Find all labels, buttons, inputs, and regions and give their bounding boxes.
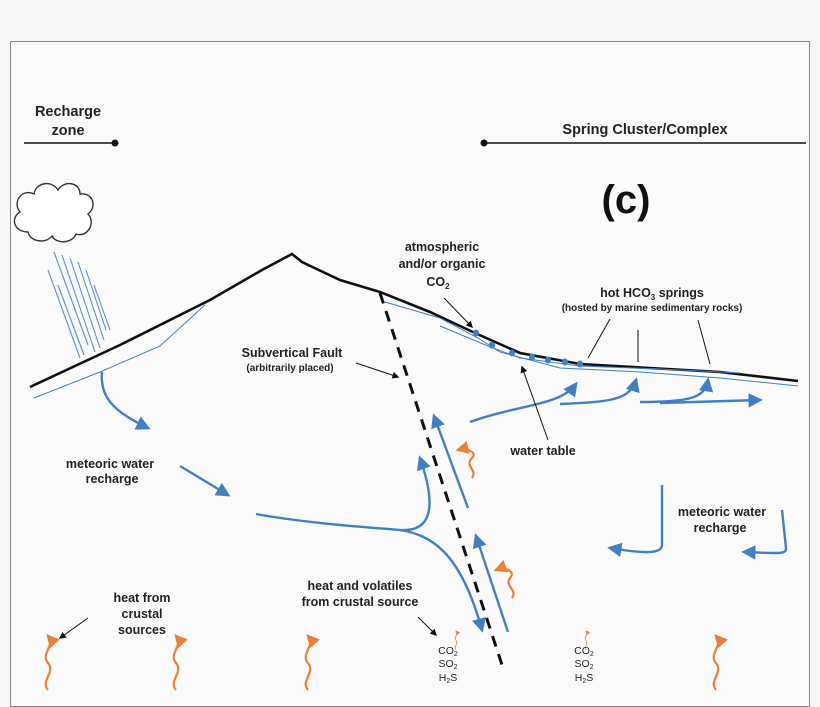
- svg-text:(hosted by marine sedimentary: (hosted by marine sedimentary rocks): [562, 303, 743, 314]
- gas-labels-right: CO2 SO2 H2S: [574, 645, 594, 685]
- atmospheric-co2-label: atmospheric and/or organic CO2: [399, 240, 486, 291]
- svg-text:heat and volatiles: heat and volatiles: [308, 579, 413, 593]
- svg-text:hot HCO3 springs: hot HCO3 springs: [600, 286, 704, 302]
- hot-springs-label: hot HCO3 springs (hosted by marine sedim…: [562, 286, 743, 314]
- svg-text:H2S: H2S: [575, 672, 594, 685]
- water-table-line-right: [384, 301, 799, 387]
- svg-text:recharge: recharge: [86, 472, 139, 486]
- svg-text:meteoric water: meteoric water: [678, 505, 766, 519]
- panel-label: (c): [602, 178, 651, 222]
- svg-text:(arbitrarily placed): (arbitrarily placed): [246, 363, 333, 374]
- heat-crustal-label: heat from crustal sources: [114, 591, 171, 637]
- svg-text:SO2: SO2: [438, 658, 457, 671]
- svg-text:crustal: crustal: [122, 607, 163, 621]
- gas-labels-left: CO2 SO2 H2S: [438, 645, 458, 685]
- recharge-zone-label: Recharge: [35, 104, 101, 120]
- svg-text:CO2: CO2: [438, 645, 458, 658]
- leader-lines: [58, 297, 711, 639]
- recharge-zone-label-2: zone: [51, 123, 84, 139]
- groundwater-flow-arrows: [100, 371, 788, 633]
- svg-text:H2S: H2S: [439, 672, 458, 685]
- water-table-line: [33, 304, 206, 399]
- rain-icon: [47, 251, 111, 359]
- water-table-label: water table: [509, 444, 575, 458]
- svg-text:meteoric water: meteoric water: [66, 457, 154, 471]
- svg-text:from crustal source: from crustal source: [302, 595, 419, 609]
- subvertical-fault: [378, 292, 505, 669]
- svg-text:SO2: SO2: [574, 658, 593, 671]
- diagram-frame: [10, 41, 810, 707]
- heat-wave-icon: [44, 441, 720, 692]
- svg-text:sources: sources: [118, 623, 166, 637]
- spring-cluster-label: Spring Cluster/Complex: [562, 122, 727, 138]
- heat-volatiles-label: heat and volatiles from crustal source: [302, 579, 419, 609]
- svg-text:Subvertical Fault: Subvertical Fault: [242, 346, 344, 360]
- svg-text:heat from: heat from: [114, 591, 171, 605]
- cloud-icon: [13, 183, 94, 243]
- meteoric-right-label: meteoric water recharge: [678, 505, 766, 535]
- svg-text:CO2: CO2: [574, 645, 594, 658]
- svg-text:CO2: CO2: [426, 275, 450, 291]
- svg-text:recharge: recharge: [694, 521, 747, 535]
- fault-label: Subvertical Fault (arbitrarily placed): [242, 346, 344, 374]
- water-table-line-right-2: [439, 325, 741, 374]
- spring-cluster-marker: Spring Cluster/Complex: [480, 122, 806, 147]
- meteoric-left-label: meteoric water recharge: [66, 457, 154, 486]
- ground-surface: [29, 252, 799, 389]
- recharge-zone-marker: Recharge zone: [24, 104, 119, 147]
- svg-text:and/or organic: and/or organic: [399, 257, 486, 271]
- svg-text:atmospheric: atmospheric: [405, 240, 479, 254]
- co2-bubbles: [473, 329, 583, 368]
